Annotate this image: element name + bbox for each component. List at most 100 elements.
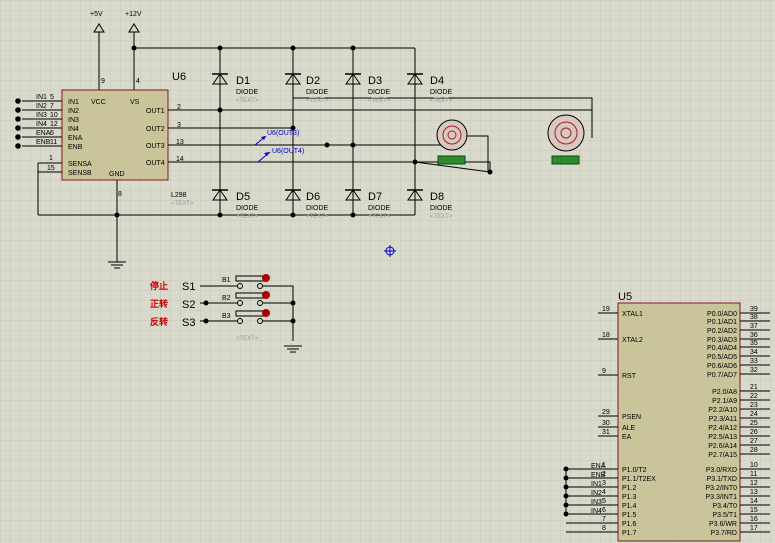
mcu-pin-label: P3.7/RD [711, 530, 737, 537]
mcu-left-pin[interactable]: 6P1.5 [566, 507, 637, 519]
mcu-pin-number: 23 [750, 402, 758, 409]
mcu-left-pin[interactable]: 7P1.6 [566, 516, 637, 528]
svg-text:15: 15 [47, 165, 55, 172]
switch-s3[interactable]: 反转 S3 B3 <TEXT> [150, 309, 270, 342]
mcu-left-pin[interactable]: 5P1.4 [566, 498, 637, 510]
svg-text:ENB: ENB [36, 139, 51, 146]
mcu-left-pin[interactable]: 8P1.7 [566, 525, 637, 537]
mcu-chip[interactable]: U5 [617, 291, 741, 542]
svg-text:SENSA: SENSA [68, 161, 92, 168]
mcu-pin-label: P1.1/T2EX [622, 476, 656, 483]
svg-text:DIODE: DIODE [430, 89, 453, 96]
mcu-pin-number: 3 [602, 480, 606, 487]
mcu-pin-label: PSEN [622, 414, 641, 421]
motor-2[interactable] [547, 114, 585, 165]
power-5v-terminal[interactable]: +5V [90, 11, 105, 90]
power-12v-terminal[interactable]: +12V [125, 11, 142, 90]
mcu-pin-label: P0.6/AD6 [707, 363, 737, 370]
mcu-pin-label: P2.3/A11 [709, 416, 737, 423]
mcu-left-pin[interactable]: 3P1.2 [566, 480, 637, 492]
l298-vcc: VCC [91, 99, 106, 106]
mcu-pin-label: P2.2/A10 [708, 407, 737, 414]
svg-text:D2: D2 [306, 75, 320, 87]
svg-text:<TEXT>: <TEXT> [236, 98, 259, 104]
switch-s1[interactable]: 停止 S1 B1 [150, 274, 270, 293]
mcu-pin-number: 19 [602, 306, 610, 313]
svg-text:D5: D5 [236, 191, 250, 203]
mcu-pin-label: P2.6/A14 [708, 443, 737, 450]
mcu-pin-label: RST [622, 373, 637, 380]
svg-text:DIODE: DIODE [306, 89, 329, 96]
mcu-left-pin[interactable]: 2P1.1/T2EX [566, 471, 656, 483]
svg-text:12: 12 [50, 121, 58, 128]
switch-junction-dots [203, 300, 296, 324]
switch-s2[interactable]: 正转 S2 B2 [150, 291, 270, 311]
svg-text:13: 13 [176, 139, 184, 146]
svg-text:D7: D7 [368, 191, 382, 203]
probe-out4[interactable]: U6(OUT4) [257, 148, 304, 163]
motor-1[interactable] [436, 119, 468, 165]
probe-out3[interactable]: U6(OUT3) [254, 130, 299, 146]
mcu-left-pin[interactable]: 4P1.3 [566, 489, 637, 501]
svg-text:IN2: IN2 [68, 108, 79, 115]
svg-text:ENA: ENA [591, 463, 606, 470]
mcu-pin-number: 25 [750, 420, 758, 427]
mcu-pin-number: 9 [602, 368, 606, 375]
svg-text:11: 11 [50, 139, 57, 146]
mcu-left-pin[interactable]: 1P1.0/T2 [566, 462, 647, 474]
